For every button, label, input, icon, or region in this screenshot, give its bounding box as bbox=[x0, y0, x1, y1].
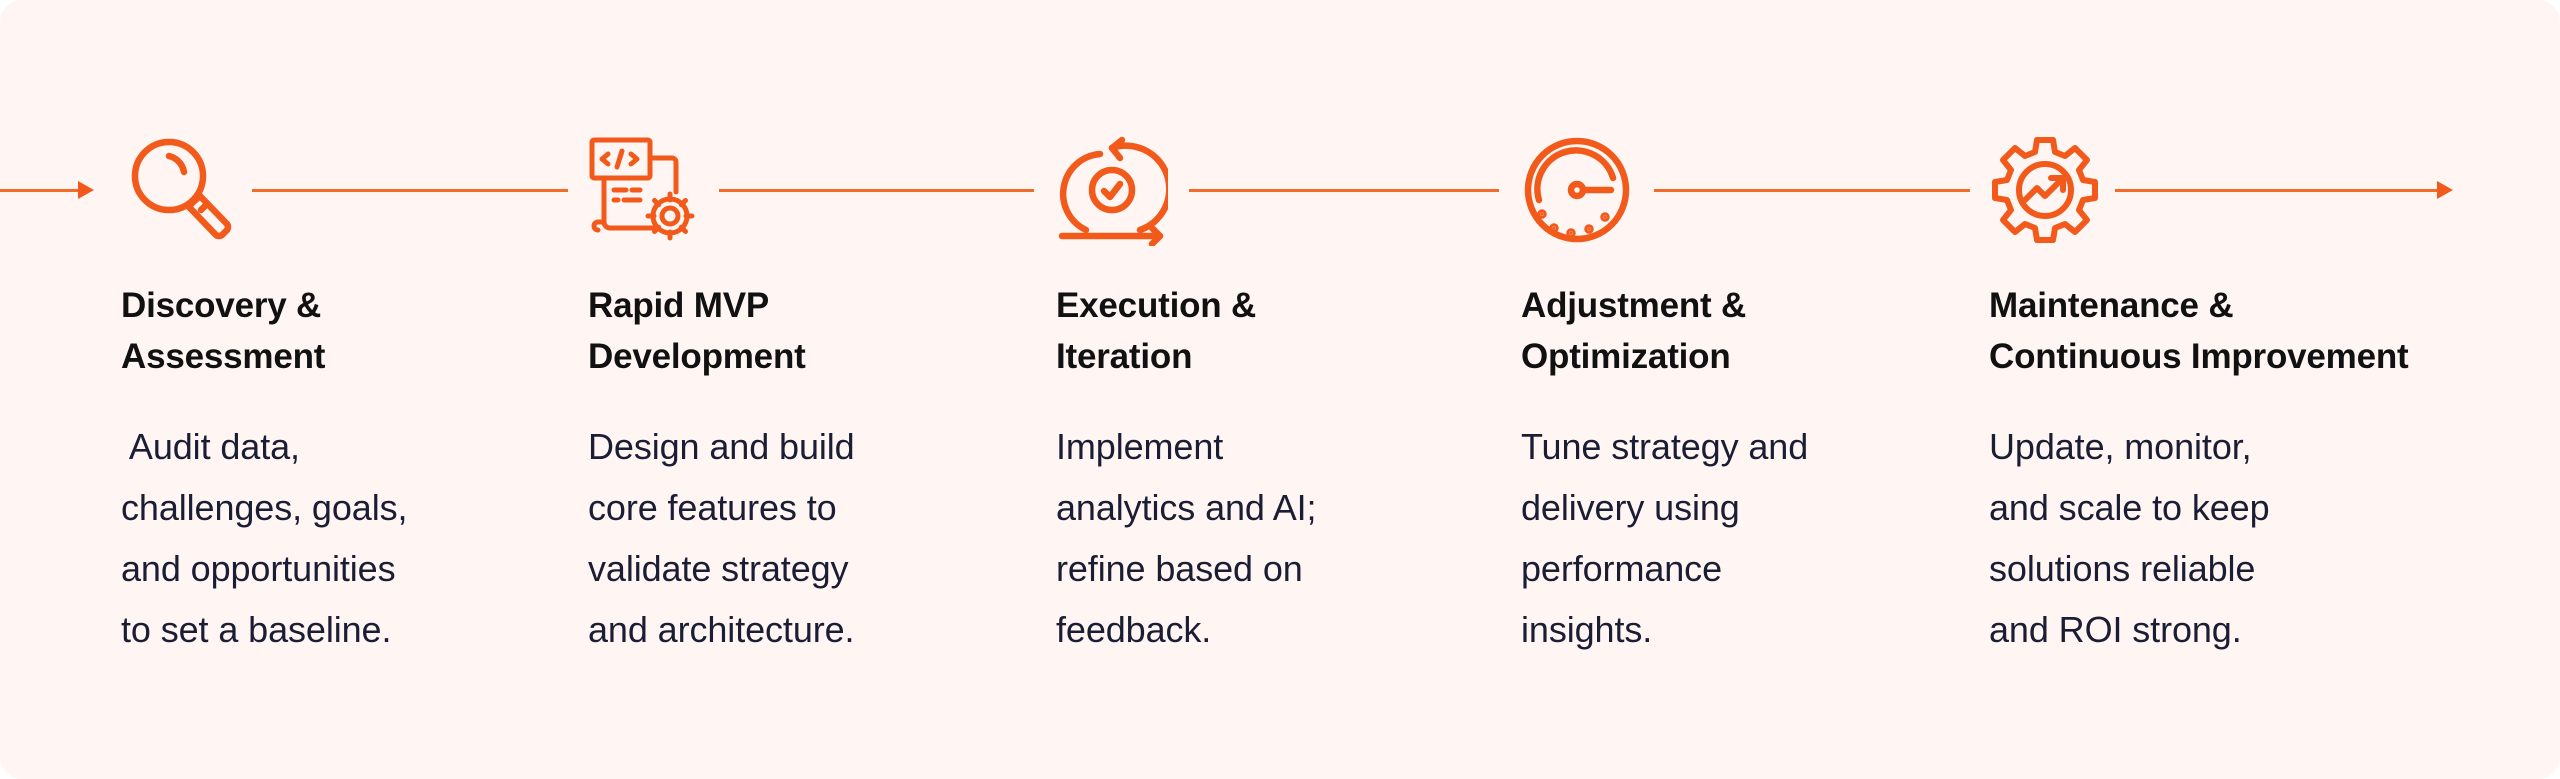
connector-line-1-2 bbox=[252, 189, 568, 192]
iteration-cycle-check-icon bbox=[1056, 134, 1168, 246]
connector-line-4-5 bbox=[1654, 189, 1970, 192]
step-title: Maintenance & Continuous Improvement bbox=[1989, 286, 2409, 376]
magnifying-glass-icon bbox=[121, 134, 233, 246]
step-description: Tune strategy and delivery using perform… bbox=[1521, 426, 1809, 650]
step-title: Discovery & Assessment bbox=[121, 286, 326, 376]
step-description: Audit data, challenges, goals, and oppor… bbox=[121, 426, 408, 650]
step-description: Design and build core features to valida… bbox=[588, 426, 855, 650]
step-title: Adjustment & Optimization bbox=[1521, 286, 1747, 376]
connector-line-3-4 bbox=[1189, 189, 1499, 192]
speedometer-gauge-icon bbox=[1521, 134, 1633, 246]
entry-connector-line bbox=[0, 189, 80, 192]
gear-trend-up-icon bbox=[1989, 134, 2101, 246]
entry-arrowhead-icon bbox=[78, 181, 94, 199]
exit-connector-line bbox=[2115, 189, 2439, 192]
exit-arrowhead-icon bbox=[2437, 181, 2453, 199]
code-document-gear-icon bbox=[588, 134, 700, 246]
step-description: Update, monitor, and scale to keep solut… bbox=[1989, 426, 2270, 650]
step-title: Rapid MVP Development bbox=[588, 286, 806, 376]
step-description: Implement analytics and AI; refine based… bbox=[1056, 426, 1317, 650]
step-title: Execution & Iteration bbox=[1056, 286, 1257, 376]
connector-line-2-3 bbox=[719, 189, 1034, 192]
